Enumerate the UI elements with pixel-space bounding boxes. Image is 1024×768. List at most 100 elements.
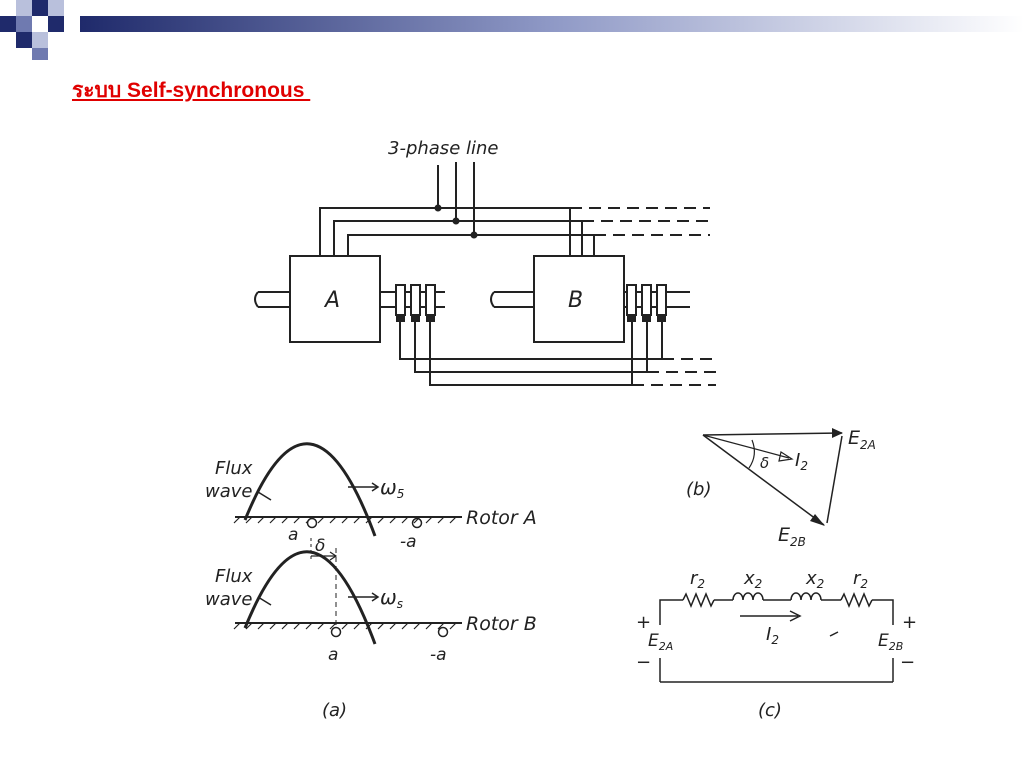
slip-ring-b1 <box>626 284 637 316</box>
brush-b3 <box>657 314 666 322</box>
wave-label-2: wave <box>205 589 252 610</box>
caption-b: (b) <box>686 479 711 500</box>
deco-square <box>16 16 32 32</box>
phasor-e2b-head <box>810 514 825 526</box>
diagram-b: δ E2A I2 E2B (b) <box>686 427 876 549</box>
phasor-i2 <box>702 434 790 459</box>
shaft-a <box>254 291 290 308</box>
brush-a1 <box>396 314 405 322</box>
stator-wire <box>333 220 583 256</box>
slip-ring-a3 <box>425 284 436 316</box>
plus-left: + <box>636 612 651 633</box>
brush-a3 <box>426 314 435 322</box>
slip-ring-a2 <box>410 284 421 316</box>
slide-decoration <box>0 0 1024 60</box>
plus-right: + <box>902 612 917 633</box>
x2-right-label: x2 <box>805 568 824 591</box>
rotor-b-hatch <box>233 622 457 630</box>
inductor-x2-right <box>790 592 822 601</box>
caption-a: (a) <box>322 700 347 721</box>
conductor-neg-a <box>411 517 423 529</box>
wave-label-1: wave <box>205 481 252 502</box>
x2-left-label: x2 <box>743 568 762 591</box>
delta-label-b: δ <box>760 454 769 472</box>
caption-c: (c) <box>758 700 782 721</box>
stator-wire <box>347 234 595 256</box>
deco-square <box>16 32 32 48</box>
e2a-label-c: E2A <box>648 631 673 653</box>
deco-square <box>32 0 48 16</box>
brush-a2 <box>411 314 420 322</box>
rotor-wire <box>399 321 663 360</box>
phasor-e2a <box>702 432 843 436</box>
machine-b-box <box>533 255 625 343</box>
delta-arc-b <box>748 439 755 469</box>
delta-arrowhead <box>329 551 338 561</box>
phasor-e2b <box>702 434 825 526</box>
i2-label-b: I2 <box>795 450 808 473</box>
e2b-label-b: E2B <box>778 524 806 549</box>
deco-square <box>48 0 64 16</box>
i2-label-c: I2 <box>766 624 779 647</box>
r2-right-label: r2 <box>853 568 868 591</box>
inductor-x2-left <box>732 592 764 601</box>
flux-pointer <box>257 491 272 501</box>
circuit-mark <box>829 631 839 637</box>
deco-square <box>48 16 64 32</box>
slip-ring-b3 <box>656 284 667 316</box>
header-bar <box>80 16 1024 32</box>
a-pos-label-2: a <box>328 645 338 665</box>
flux-label-2: Flux <box>215 566 253 587</box>
e2b-label-c: E2B <box>878 631 903 653</box>
shaft-b <box>490 291 534 308</box>
rotor-a-label: Rotor A <box>466 507 537 529</box>
omega-arrowhead-1 <box>371 482 380 492</box>
slip-ring-a1 <box>395 284 406 316</box>
phasor-i2-head <box>778 451 794 462</box>
flux-wave-a <box>243 442 377 537</box>
r2-left-label: r2 <box>690 568 705 591</box>
brush-b1 <box>627 314 636 322</box>
current-arrowhead <box>789 610 802 622</box>
phasor-difference <box>826 435 843 524</box>
a-pos-label-1: a <box>288 525 298 545</box>
omega-label-1: ω5 <box>380 475 404 501</box>
omega-arrowhead-2 <box>371 592 380 602</box>
a-neg-label-1: -a <box>400 532 417 552</box>
conductor-a <box>306 517 318 529</box>
machine-a-label: A <box>323 288 340 313</box>
rotor-b-label: Rotor B <box>466 613 537 635</box>
delta-label-a: δ <box>315 536 325 556</box>
brush-b2 <box>642 314 651 322</box>
rotor-wire <box>414 321 648 373</box>
circuit-wire <box>872 599 894 625</box>
resistor-r2-left <box>682 592 715 608</box>
e2a-label-b: E2A <box>848 427 876 452</box>
machine-b-label: B <box>568 288 583 313</box>
resistor-r2-right <box>840 592 873 608</box>
machine-a-box <box>289 255 381 343</box>
minus-left: − <box>636 652 651 673</box>
conductor-neg-a <box>437 626 449 638</box>
a-neg-label-2: -a <box>430 645 447 665</box>
deco-square <box>32 48 48 60</box>
stator-wire <box>319 207 571 256</box>
flux-label-1: Flux <box>215 458 253 479</box>
top-diagram: 3-phase line A B <box>254 138 716 386</box>
minus-right: − <box>900 652 915 673</box>
deco-square <box>0 0 16 16</box>
supply-label: 3-phase line <box>388 138 498 159</box>
phasor-e2a-head <box>832 428 843 438</box>
deco-square <box>0 16 16 32</box>
deco-square <box>16 0 32 16</box>
flux-wave-b <box>243 550 377 645</box>
circuit-wire <box>659 599 683 625</box>
slip-ring-b2 <box>641 284 652 316</box>
conductor-a <box>330 626 342 638</box>
omega-label-2: ωs <box>380 585 403 611</box>
rotor-wire <box>429 321 633 386</box>
diagram-a: Flux wave ω5 Rotor A a -a δ Flux wave ωs… <box>205 442 537 721</box>
deco-square <box>32 32 48 48</box>
diagram-c: r2 x2 x2 r2 + E2A − I2 + E2B − (c) <box>636 568 917 721</box>
